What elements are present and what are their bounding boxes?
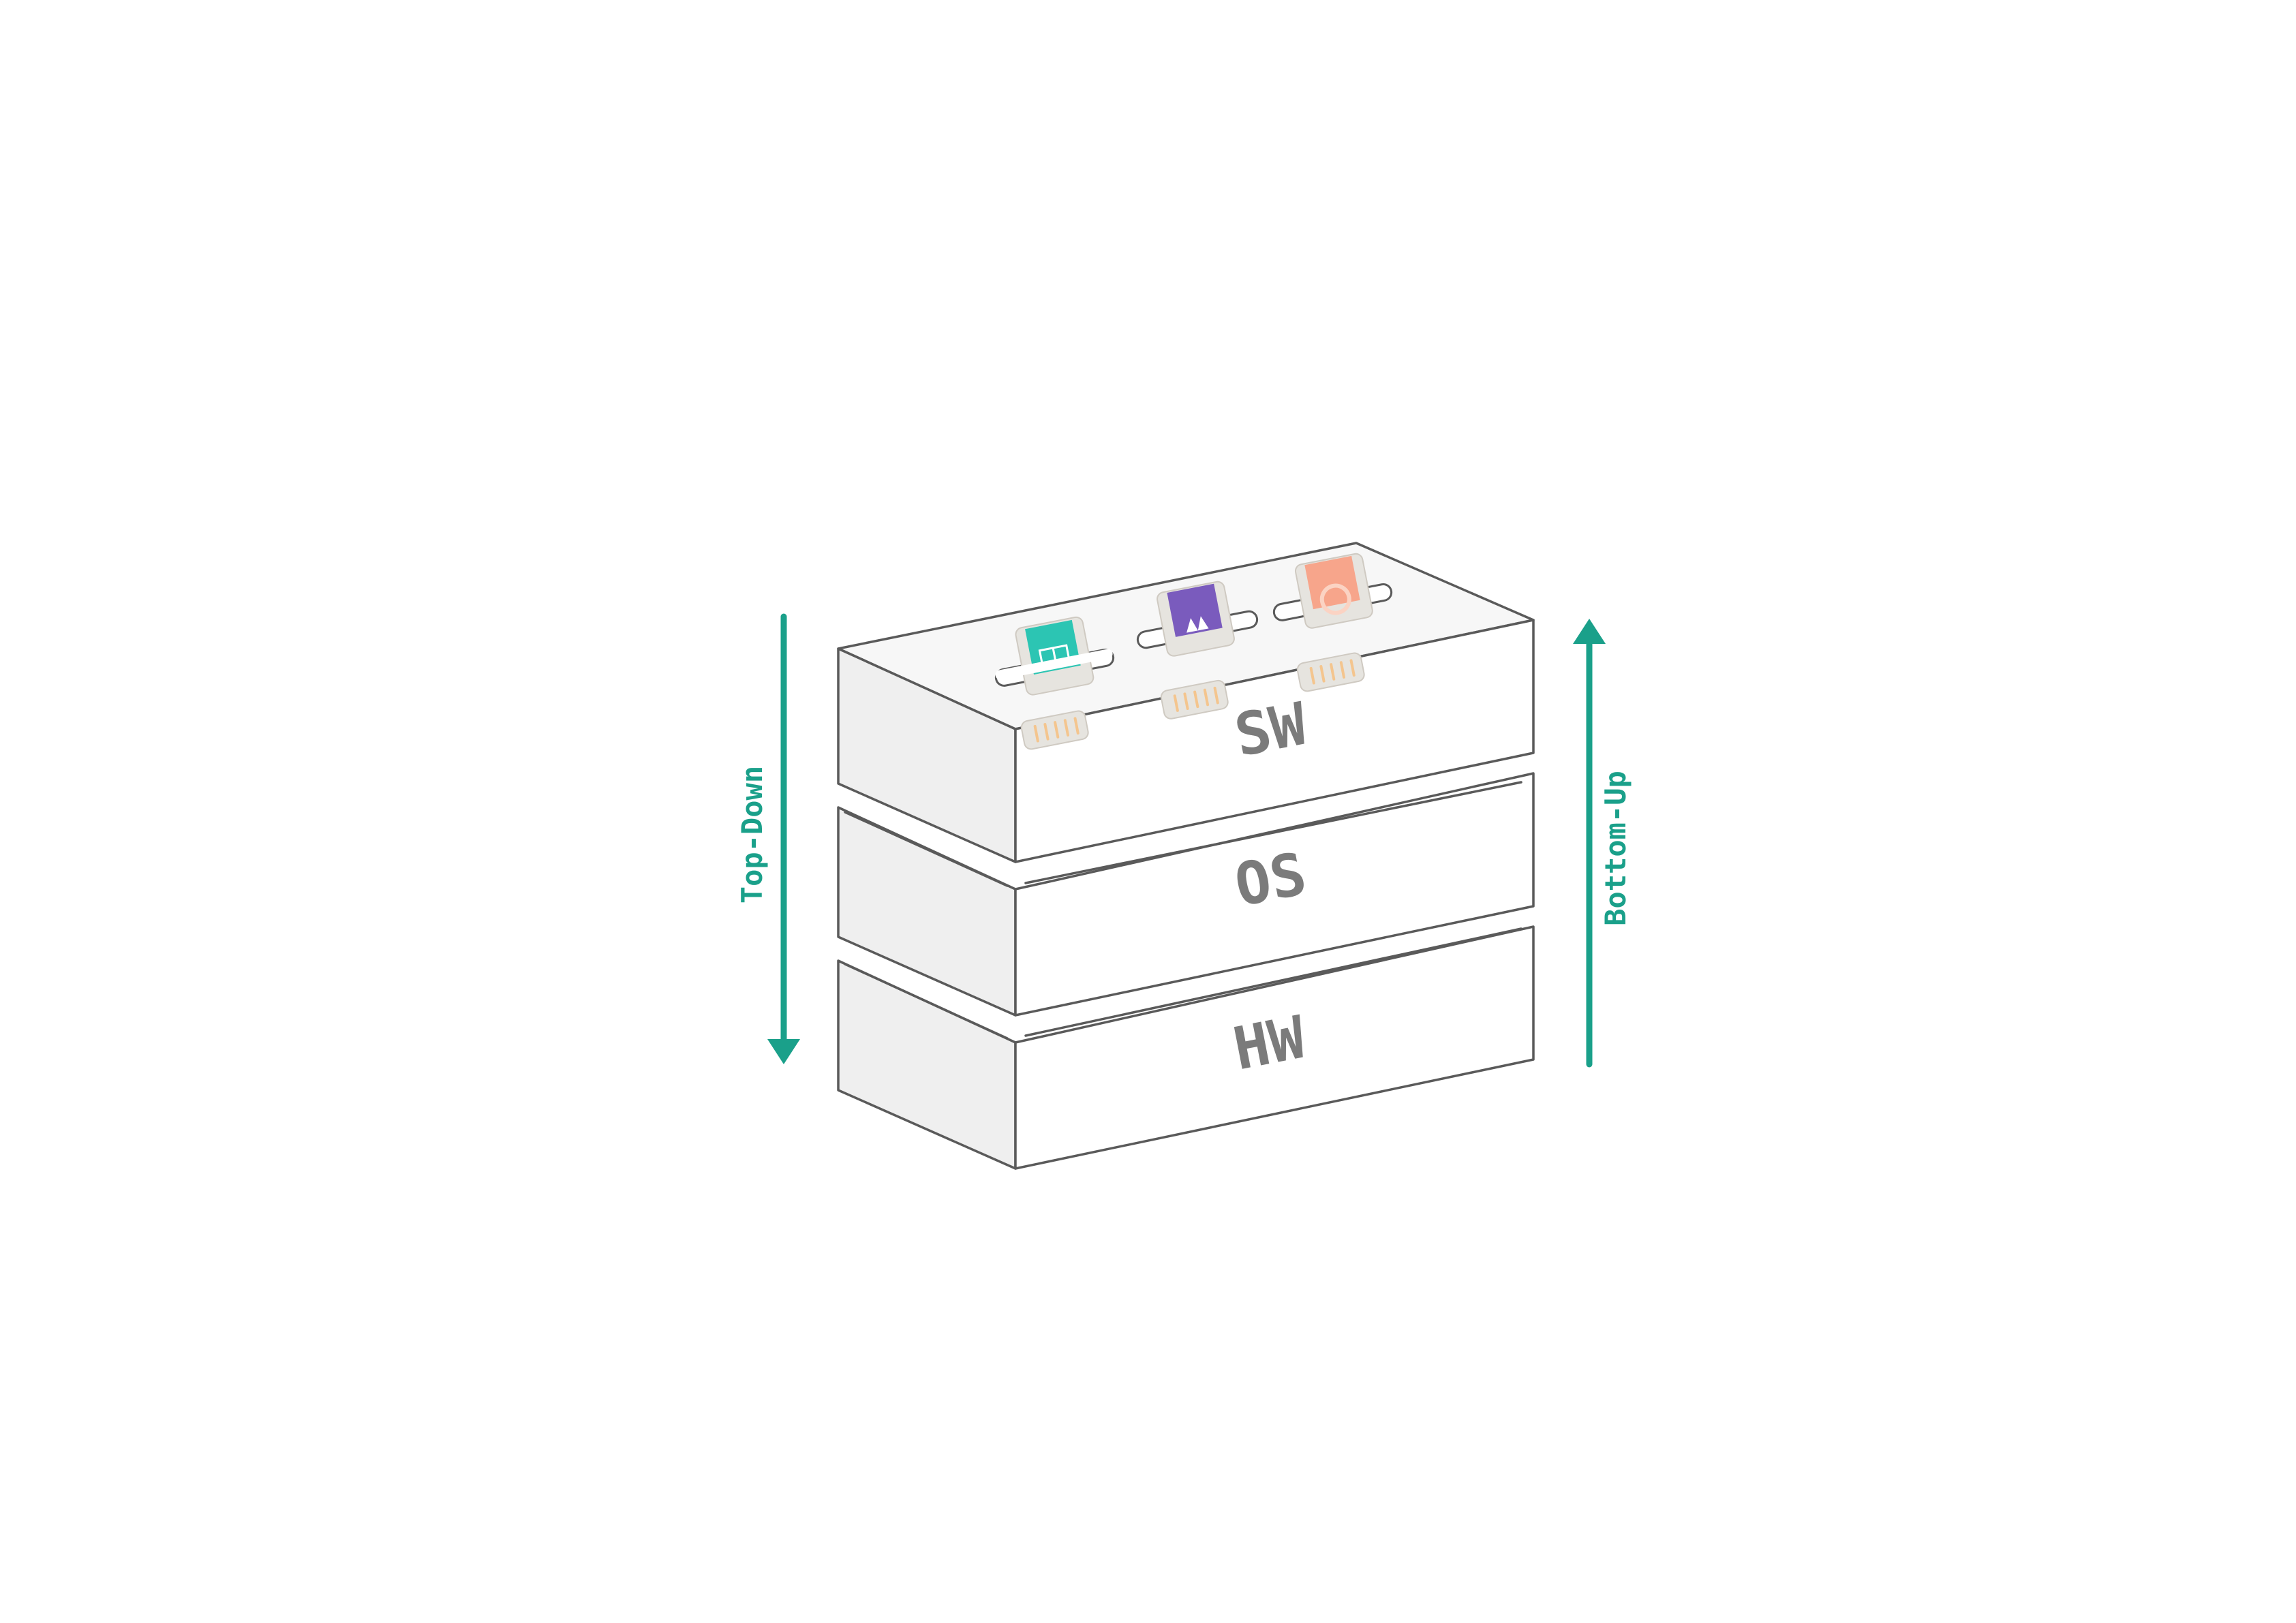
hw-layer-front [1014,925,1535,1170]
app-card-teal [994,616,1115,750]
top-down-arrow: Top-Down [735,613,800,1064]
os-layer-front [1014,772,1535,1017]
os-layer-box [837,772,1535,1017]
app-card-salmon-icon [1304,555,1360,610]
app-card-purple [1136,581,1259,720]
arrow-down-icon [767,1039,800,1064]
hw-layer-box [837,925,1535,1170]
arrow-up-icon [1573,619,1606,644]
top-down-label: Top-Down [735,766,769,903]
sw-layer-label: SW [1229,690,1312,771]
bottom-up-label: Bottom-Up [1599,771,1632,926]
app-card-salmon [1272,553,1393,692]
os-layer-label: OS [1229,840,1312,921]
bottom-up-arrow: Bottom-Up [1573,619,1632,1068]
app-card-purple-icon [1167,583,1223,637]
hw-layer-label: HW [1228,1004,1311,1084]
